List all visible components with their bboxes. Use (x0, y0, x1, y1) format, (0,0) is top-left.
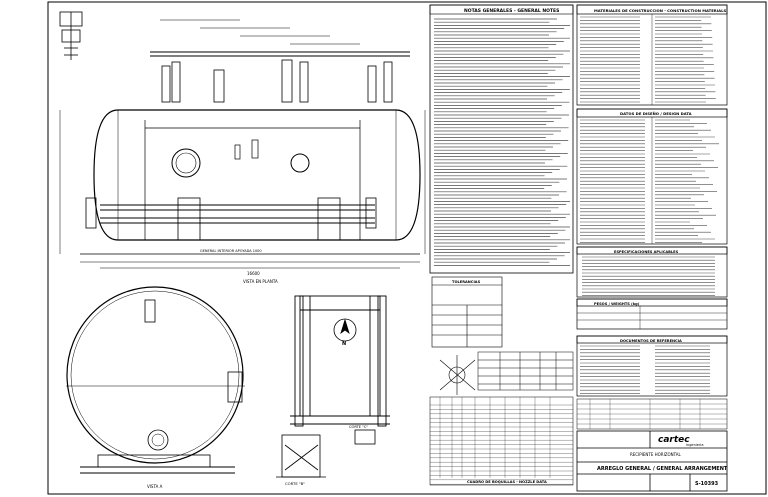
project-name: RECIPIENTE HORIZONTAL (630, 452, 681, 457)
revision-table (576, 398, 728, 430)
specifications-panel (576, 246, 728, 298)
materials-title: MATERIALES DE CONSTRUCCION - CONSTRUCTIO… (594, 8, 726, 13)
drawing-title: ARREGLO GENERAL / GENERAL ARRANGEMENT (597, 466, 728, 472)
orientation-sketch (439, 355, 476, 395)
north-label: N (342, 341, 346, 347)
nozzle-table (429, 396, 574, 486)
materials-panel (576, 4, 728, 106)
dimension-bottom: 16600 (247, 271, 260, 276)
general-notes-title: NOTAS GENERALES - GENERAL NOTES (464, 8, 559, 14)
weight-panel (576, 298, 728, 330)
vessel-elevation (80, 51, 421, 263)
reference-docs-panel (576, 335, 728, 397)
reference-docs-title: DOCUMENTOS DE REFERENCIA (620, 339, 682, 343)
specifications-rows (582, 256, 715, 296)
support-detail (276, 429, 376, 478)
title-block (576, 430, 728, 492)
design-data-title: DATOS DE DISEÑO / DESIGN DATA (620, 111, 692, 116)
dimension-leaders (59, 19, 426, 269)
load-data-table (477, 351, 574, 391)
design-data-panel (576, 108, 728, 245)
north-arrow (333, 318, 357, 342)
materials-rows (580, 16, 716, 103)
design-data-rows (580, 119, 719, 243)
tolerances-table (431, 276, 503, 348)
reference-rows (580, 345, 710, 394)
nozzle-table-title: CUADRO DE BOQUILLAS - NOZZLE DATA (467, 480, 547, 484)
specifications-title: ESPECIFICACIONES APLICABLES (614, 250, 679, 254)
weight-title: PESOS / WEIGHTS (kg) (594, 302, 640, 306)
side-view-label: VISTA A (147, 484, 163, 489)
section-label: CORTE "B" (285, 481, 305, 486)
top-view-label: VISTA EN PLANTA (243, 279, 278, 284)
company-logo: cartec (658, 435, 690, 445)
notes-text-block (434, 18, 570, 266)
vessel-end-view (66, 286, 245, 474)
sheet-border (47, 1, 767, 495)
left-edge-symbol (59, 11, 83, 60)
section-view (290, 295, 390, 427)
bottom-line-label: GENERAL INTERIOR APOYADA 1000 (200, 249, 262, 253)
general-notes-panel (429, 4, 574, 274)
company-subtitle: ingenieria (686, 443, 703, 447)
drawing-number: S-10393 (695, 481, 719, 487)
section-cc-label: CORTE "C" (349, 425, 368, 429)
tolerances-title: TOLERANCIAS (452, 280, 481, 284)
